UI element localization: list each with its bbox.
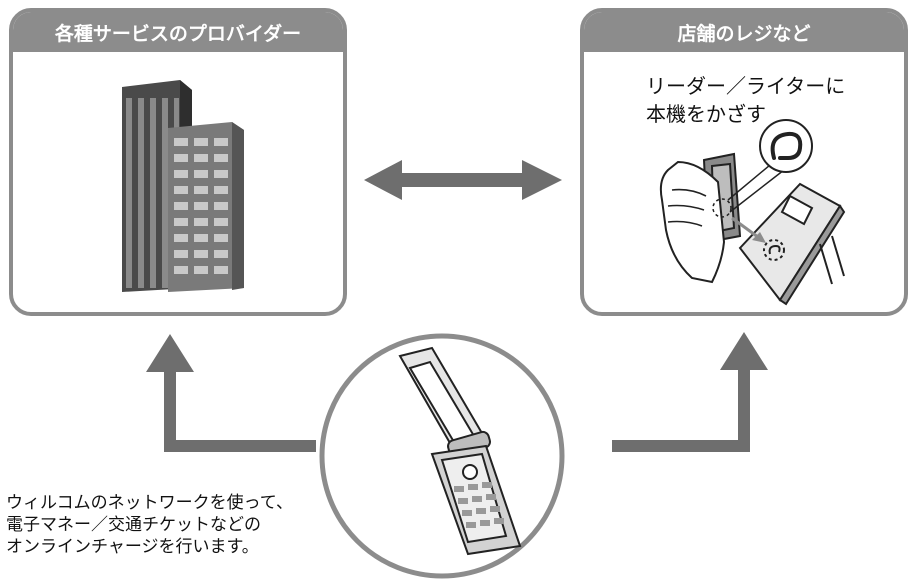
store-instruction: リーダー／ライターに 本機をかざす [646, 74, 846, 126]
double-arrow-icon [364, 160, 562, 200]
up-arrow-left [146, 334, 316, 452]
store-panel: 店舗のレジなど リーダー／ライターに 本機をかざす [580, 8, 908, 316]
building-icon [122, 80, 244, 292]
felica-mark-icon [759, 119, 813, 173]
provider-title: 各種サービスのプロバイダー [13, 12, 343, 52]
store-title: 店舗のレジなど [584, 12, 904, 52]
caption-text: ウィルコムのネットワークを使って、 電子マネー／交通チケットなどの オンラインチ… [6, 493, 293, 557]
flip-phone-icon [398, 346, 522, 556]
hand-phone-reader-icon [659, 152, 846, 306]
up-arrow-right [612, 332, 768, 452]
